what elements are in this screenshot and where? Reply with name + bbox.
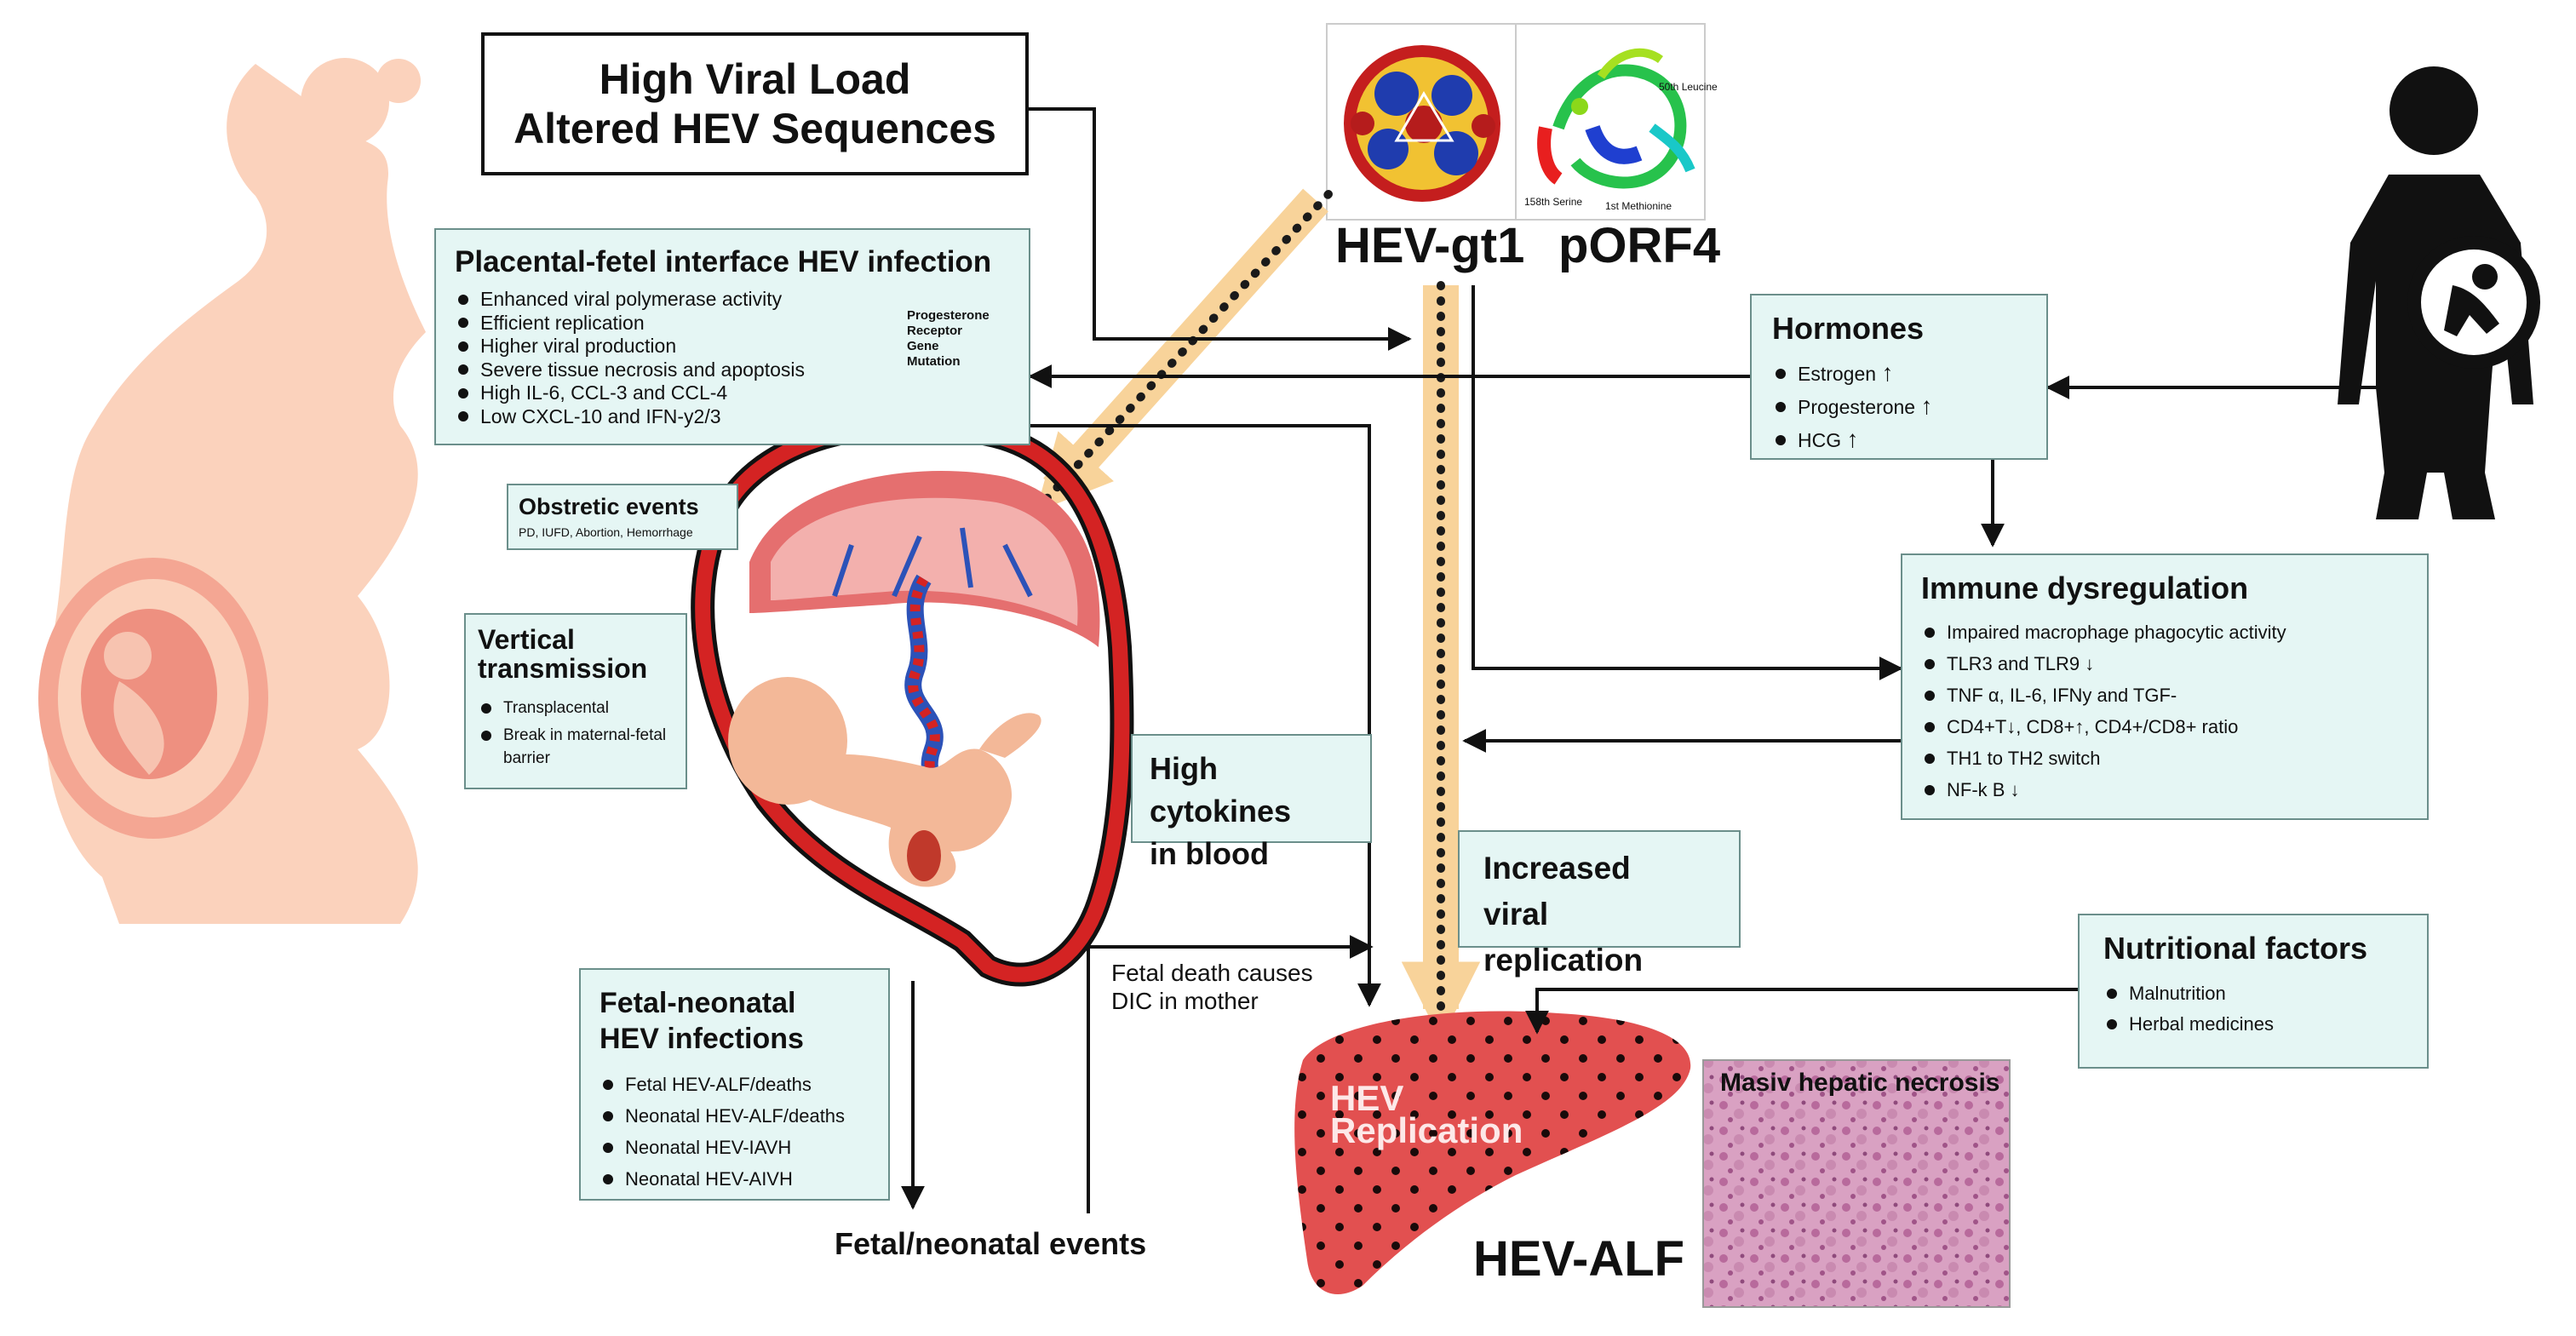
cytokines-line1: High cytokines: [1150, 751, 1292, 829]
viral-load-line2: Altered HEV Sequences: [513, 105, 996, 152]
list-item: Efficient replication: [455, 312, 1010, 335]
fetal-title-2: HEV infections: [600, 1023, 804, 1055]
note-line: Mutation: [907, 354, 961, 369]
list-item: TNF α, IL-6, IFNy and TGF-: [1921, 679, 2408, 711]
hev-gt1-label: HEV-gt1: [1335, 218, 1525, 273]
fetal-death-label-1: Fetal death causes: [1111, 960, 1313, 986]
viral-load-box: High Viral Load Altered HEV Sequences: [481, 32, 1029, 175]
hormones-title: Hormones: [1772, 311, 1925, 346]
hepatic-necrosis-image: [1702, 1059, 2011, 1308]
list-item: Neonatal HEV-AIVH: [600, 1163, 869, 1195]
list-item: Neonatal HEV-IAVH: [600, 1132, 869, 1163]
vertical-title-2: transmission: [478, 653, 648, 684]
list-item: Herbal medicines: [2103, 1009, 2403, 1040]
pregnant-woman-silhouette: [38, 58, 426, 924]
fetal-neonatal-box: Fetal-neonatal HEV infections Fetal HEV-…: [579, 968, 890, 1201]
vertical-list: Transplacental Break in maternal-fetal: [478, 695, 674, 749]
nutritional-factors-box: Nutritional factors Malnutrition Herbal …: [2078, 914, 2429, 1069]
list-item: HCG ↑: [1772, 423, 2026, 456]
virus-to-placenta-dots: [1039, 190, 1333, 507]
list-item: Severe tissue necrosis and apoptosis: [455, 358, 1010, 382]
methionine-annotation: 1st Methionine: [1605, 200, 1672, 212]
nutritional-list: Malnutrition Herbal medicines: [2103, 978, 2403, 1040]
hormones-list: Estrogen ↑ Progesterone ↑ HCG ↑: [1772, 357, 2026, 456]
increased-replication-box: Increased viral replication: [1458, 830, 1741, 978]
porf4-label: pORF4: [1558, 218, 1721, 273]
list-item: Neonatal HEV-ALF/deaths: [600, 1100, 869, 1132]
list-item: Transplacental: [478, 695, 674, 722]
high-cytokines-box: High cytokines in blood: [1131, 734, 1372, 871]
fetal-title-1: Fetal-neonatal: [600, 987, 796, 1019]
arrow-porf4-to-immune: [1472, 285, 1903, 680]
placental-list: Enhanced viral polymerase activity Effic…: [455, 288, 1010, 428]
note-line: Gene: [907, 339, 939, 353]
list-item: Progesterone ↑: [1772, 390, 2026, 423]
placental-interface-box: Placental-fetel interface HEV infection …: [434, 228, 1030, 445]
fetal-list: Fetal HEV-ALF/deaths Neonatal HEV-ALF/de…: [600, 1069, 869, 1195]
hormones-box: Hormones Estrogen ↑ Progesterone ↑ HCG ↑: [1750, 294, 2048, 460]
up-arrow-icon: ↑: [1846, 426, 1859, 452]
up-arrow-icon: ↑: [1920, 393, 1933, 419]
liver-replication-label: Replication: [1330, 1110, 1523, 1150]
hormone-label: HCG: [1798, 429, 1842, 451]
arrow-events-to-dic: [1087, 935, 1374, 1213]
note-line: Progesterone: [907, 308, 990, 323]
list-item: Low CXCL-10 and IFN-y2/3: [455, 405, 1010, 429]
immune-dysregulation-box: Immune dysregulation Impaired macrophage…: [1901, 553, 2429, 820]
necrosis-label: Masiv hepatic necrosis: [1720, 1069, 2000, 1097]
obstetric-events-box: Obstretic events PD, IUFD, Abortion, Hem…: [507, 484, 738, 550]
fetal-events-label: Fetal/neonatal events: [835, 1226, 1147, 1261]
virus-particle-image: [1326, 23, 1517, 221]
list-item: CD4+T↓, CD8+↑, CD4+/CD8+ ratio: [1921, 711, 2408, 743]
up-arrow-icon: ↑: [1881, 359, 1894, 386]
pregnant-woman-icon: [2338, 66, 2540, 519]
list-item: Fetal HEV-ALF/deaths: [600, 1069, 869, 1100]
vertical-transmission-box: Vertical transmission Transplacental Bre…: [464, 613, 687, 789]
list-item-continuation: barrier: [503, 749, 550, 767]
fetal-death-label-2: DIC in mother: [1111, 988, 1259, 1014]
obstetric-subtitle: PD, IUFD, Abortion, Hemorrhage: [519, 525, 693, 539]
liver-illustration: [1294, 1011, 1691, 1294]
nutritional-title: Nutritional factors: [2103, 931, 2368, 966]
uterus-fetus-illustration: [691, 414, 1134, 987]
viral-load-line1: High Viral Load: [599, 55, 911, 103]
list-item: Estrogen ↑: [1772, 357, 2026, 390]
increased-line2: viral replication: [1483, 897, 1644, 978]
arrow-viralload-to-virus: [1029, 107, 1412, 351]
list-item: Higher viral production: [455, 335, 1010, 358]
placental-title: Placental-fetel interface HEV infection: [455, 245, 992, 278]
vertical-title-1: Vertical: [478, 624, 575, 655]
progesterone-note: Progesterone Receptor Gene Mutation: [907, 308, 990, 370]
arrow-nutrition-to-liver: [1525, 988, 2078, 1035]
list-item: TH1 to TH2 switch: [1921, 743, 2408, 774]
hormone-label: Estrogen: [1798, 363, 1877, 385]
obstetric-title: Obstretic events: [519, 494, 699, 519]
cytokines-line2: in blood: [1150, 836, 1269, 871]
note-line: Receptor: [907, 324, 963, 338]
hev-alf-label: HEV-ALF: [1473, 1231, 1685, 1287]
list-item: Impaired macrophage phagocytic activity: [1921, 616, 2408, 648]
serine-annotation: 158th Serine: [1524, 196, 1583, 208]
leucine-annotation: 50th Leucine: [1659, 81, 1718, 93]
list-item: High IL-6, CCL-3 and CCL-4: [455, 381, 1010, 405]
list-item: Break in maternal-fetal: [478, 722, 674, 749]
list-item: NF-k B ↓: [1921, 774, 2408, 806]
list-item: Malnutrition: [2103, 978, 2403, 1009]
liver-hev-label: HEV: [1330, 1078, 1404, 1118]
immune-list: Impaired macrophage phagocytic activity …: [1921, 616, 2408, 806]
immune-title: Immune dysregulation: [1921, 571, 2249, 605]
increased-line1: Increased: [1483, 851, 1631, 886]
porf4-protein-image: [1515, 23, 1706, 221]
list-item: TLR3 and TLR9 ↓: [1921, 648, 2408, 679]
hormone-label: Progesterone: [1798, 396, 1916, 418]
list-item: Enhanced viral polymerase activity: [455, 288, 1010, 312]
